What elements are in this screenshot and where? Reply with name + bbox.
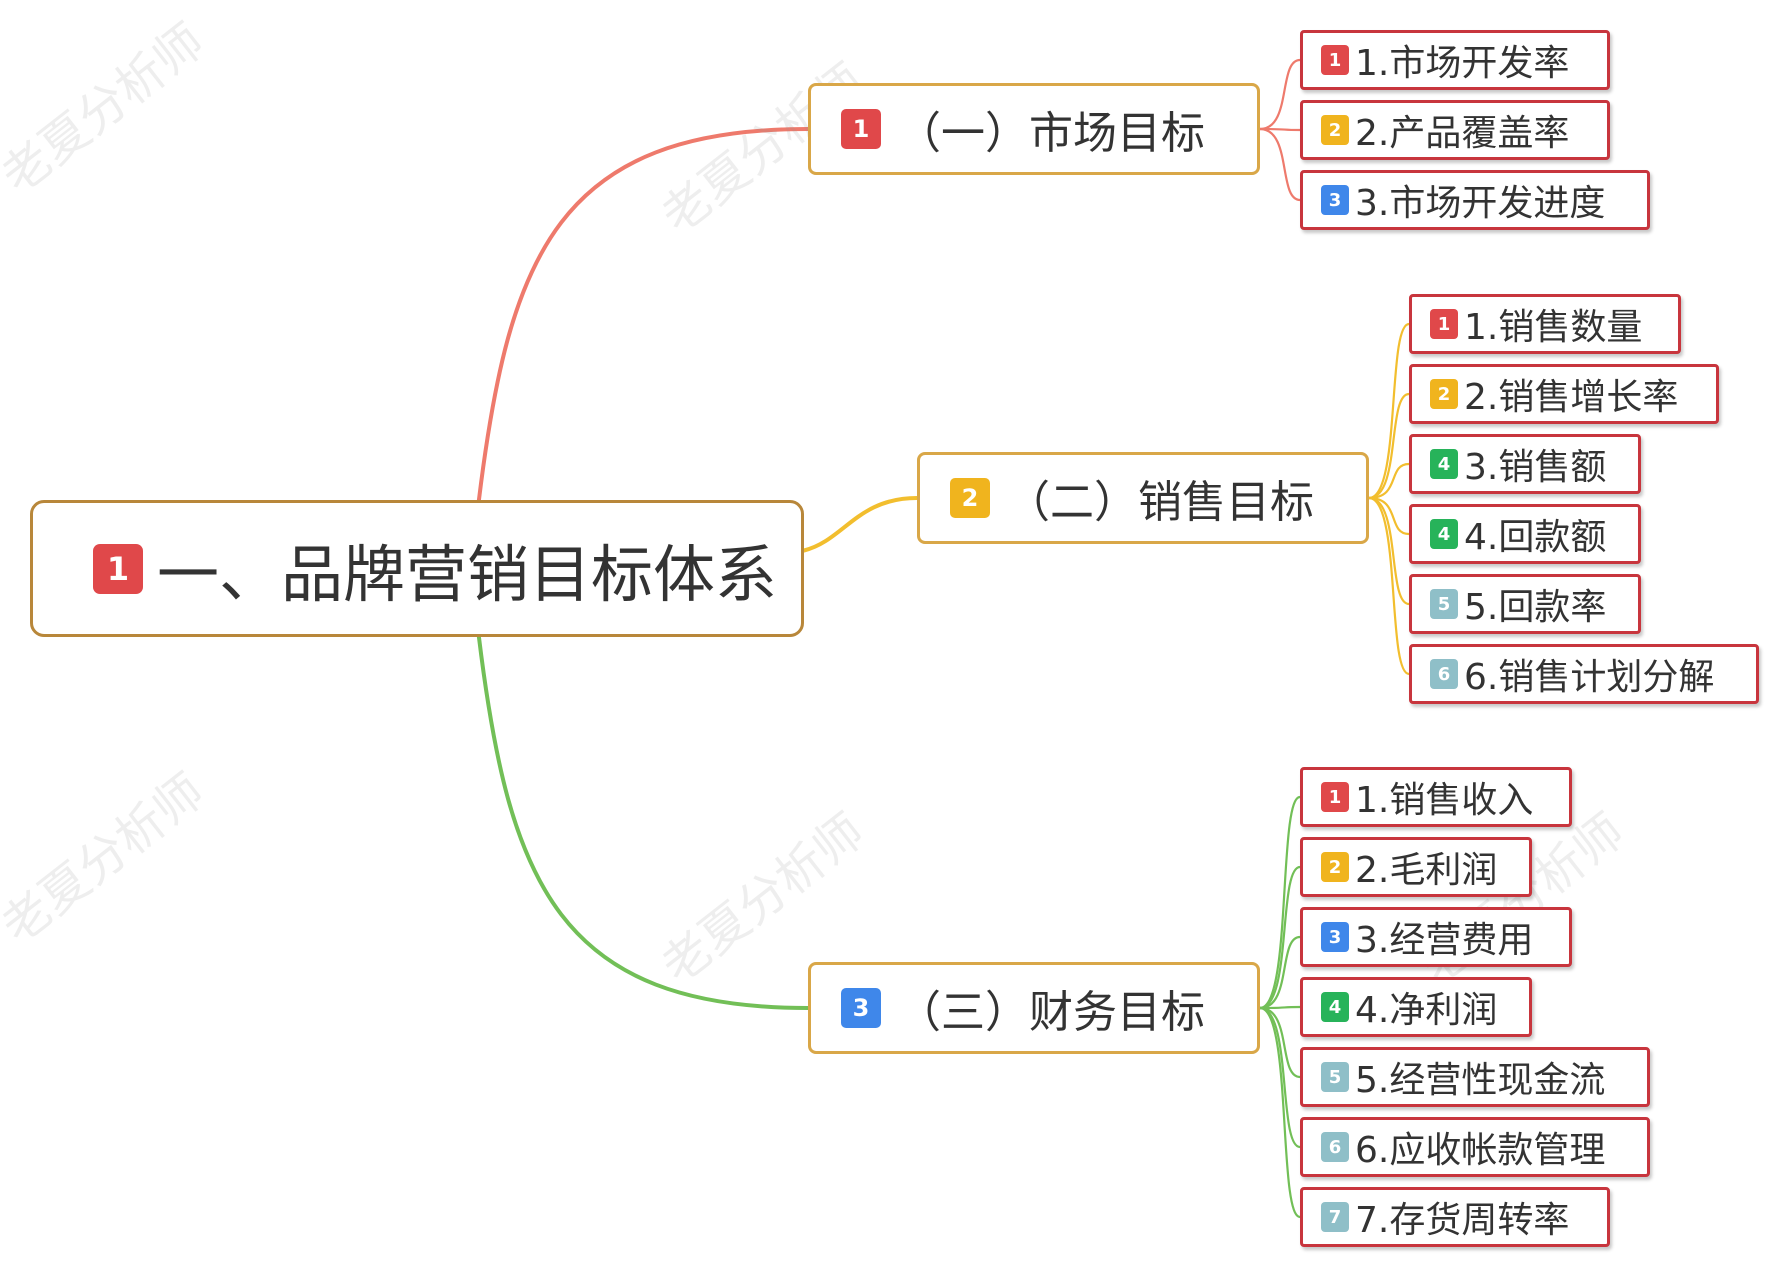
branch-connector <box>476 635 810 1010</box>
priority-3-icon: 3 <box>1321 185 1349 215</box>
leaf-operating-cash-flow[interactable]: 5 5.经营性现金流 <box>1300 1047 1650 1107</box>
leaf-connector <box>1258 1006 1302 1079</box>
leaf-operating-expenses[interactable]: 3 3.经营费用 <box>1300 907 1572 967</box>
priority-1-icon: 1 <box>1430 309 1458 339</box>
priority-1-icon: 1 <box>841 109 881 149</box>
leaf-connector <box>1258 1006 1302 1149</box>
leaf-label: 2.产品覆盖率 <box>1355 113 1570 154</box>
priority-4-icon: 4 <box>1430 449 1458 479</box>
leaf-connector <box>1258 58 1302 131</box>
root-label: 一、品牌营销目标体系 <box>157 537 778 611</box>
priority-7-icon: 7 <box>1321 1202 1349 1232</box>
leaf-receivables-management[interactable]: 6 6.应收帐款管理 <box>1300 1117 1650 1177</box>
leaf-sales-revenue[interactable]: 1 1.销售收入 <box>1300 767 1572 827</box>
priority-1-icon: 1 <box>93 543 143 594</box>
leaf-inventory-turnover[interactable]: 7 7.存货周转率 <box>1300 1187 1610 1247</box>
leaf-label: 3.经营费用 <box>1355 920 1534 961</box>
leaf-label: 3.市场开发进度 <box>1355 183 1606 224</box>
leaf-label: 1.销售数量 <box>1464 307 1643 348</box>
leaf-collection-amount[interactable]: 4 4.回款额 <box>1409 504 1641 564</box>
branch-label: （三）财务目标 <box>897 987 1205 1038</box>
leaf-label: 4.回款额 <box>1464 517 1607 558</box>
leaf-connector <box>1258 1005 1302 1010</box>
leaf-connector <box>1367 322 1411 500</box>
root-node[interactable]: 1 一、品牌营销目标体系 <box>30 500 804 637</box>
leaf-connector <box>1367 392 1411 500</box>
leaf-connector <box>1367 496 1411 676</box>
leaf-market-development-progress[interactable]: 3 3.市场开发进度 <box>1300 170 1650 230</box>
leaf-label: 1.市场开发率 <box>1355 43 1570 84</box>
leaf-connector <box>1258 865 1302 1010</box>
priority-6-icon: 6 <box>1430 659 1458 689</box>
leaf-market-development-rate[interactable]: 1 1.市场开发率 <box>1300 30 1610 90</box>
priority-3-icon: 3 <box>1321 922 1349 952</box>
leaf-sales-quantity[interactable]: 1 1.销售数量 <box>1409 294 1681 354</box>
priority-5-icon: 5 <box>1321 1062 1349 1092</box>
leaf-net-profit[interactable]: 4 4.净利润 <box>1300 977 1532 1037</box>
priority-2-icon: 2 <box>1430 379 1458 409</box>
priority-1-icon: 1 <box>1321 45 1349 75</box>
leaf-connector <box>1258 1006 1302 1219</box>
leaf-connector <box>1258 127 1302 132</box>
branch-connector <box>476 127 810 502</box>
leaf-label: 2.销售增长率 <box>1464 377 1679 418</box>
priority-4-icon: 4 <box>1321 992 1349 1022</box>
leaf-label: 6.销售计划分解 <box>1464 657 1715 698</box>
leaf-connector <box>1258 795 1302 1010</box>
leaf-label: 6.应收帐款管理 <box>1355 1130 1606 1171</box>
leaf-connector <box>1258 127 1302 202</box>
priority-2-icon: 2 <box>950 478 990 518</box>
leaf-label: 5.回款率 <box>1464 587 1607 628</box>
leaf-connector <box>1367 496 1411 606</box>
branch-market-goals[interactable]: 1 （一）市场目标 <box>808 83 1260 175</box>
leaf-sales-growth-rate[interactable]: 2 2.销售增长率 <box>1409 364 1719 424</box>
leaf-connector <box>1367 462 1411 500</box>
leaf-label: 1.销售收入 <box>1355 780 1534 821</box>
priority-5-icon: 5 <box>1430 589 1458 619</box>
leaf-label: 3.销售额 <box>1464 447 1607 488</box>
leaf-label: 4.净利润 <box>1355 990 1498 1031</box>
priority-1-icon: 1 <box>1321 782 1349 812</box>
branch-sales-goals[interactable]: 2 （二）销售目标 <box>917 452 1369 544</box>
branch-finance-goals[interactable]: 3 （三）财务目标 <box>808 962 1260 1054</box>
leaf-collection-rate[interactable]: 5 5.回款率 <box>1409 574 1641 634</box>
priority-2-icon: 2 <box>1321 115 1349 145</box>
leaf-product-coverage-rate[interactable]: 2 2.产品覆盖率 <box>1300 100 1610 160</box>
priority-4-icon: 4 <box>1430 519 1458 549</box>
leaf-connector <box>1258 935 1302 1010</box>
leaf-sales-amount[interactable]: 4 3.销售额 <box>1409 434 1641 494</box>
priority-6-icon: 6 <box>1321 1132 1349 1162</box>
leaf-gross-profit[interactable]: 2 2.毛利润 <box>1300 837 1532 897</box>
branch-label: （一）市场目标 <box>897 108 1205 159</box>
priority-2-icon: 2 <box>1321 852 1349 882</box>
leaf-connector <box>1367 496 1411 536</box>
leaf-label: 2.毛利润 <box>1355 850 1498 891</box>
leaf-label: 5.经营性现金流 <box>1355 1060 1606 1101</box>
branch-label: （二）销售目标 <box>1006 477 1314 528</box>
branch-connector <box>802 496 919 553</box>
priority-3-icon: 3 <box>841 988 881 1028</box>
leaf-sales-plan-breakdown[interactable]: 6 6.销售计划分解 <box>1409 644 1759 704</box>
leaf-label: 7.存货周转率 <box>1355 1200 1570 1241</box>
